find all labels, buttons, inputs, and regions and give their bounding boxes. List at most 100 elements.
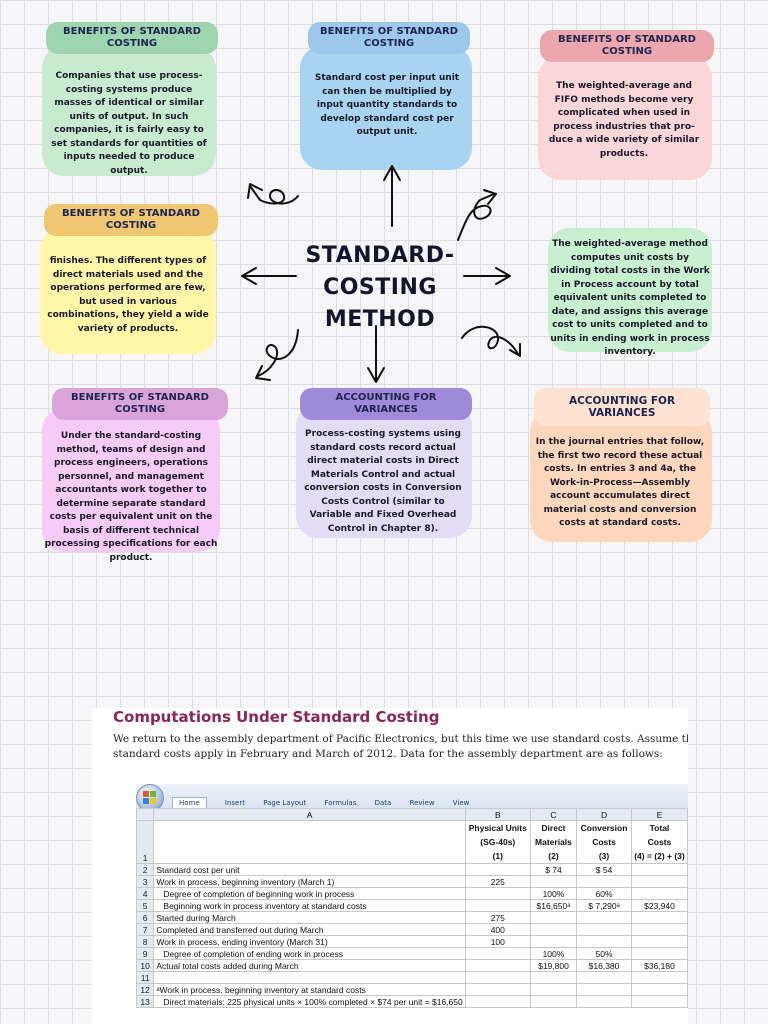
intro-line-1: We return to the assembly department of … [113,733,688,745]
card-top-center [300,46,472,170]
row-number: 2 [135,863,155,876]
cell-c[interactable]: 100% [529,947,578,960]
cell-d[interactable]: $ 54 [576,863,632,876]
table-row: 9 Degree of completion of ending work in… [135,947,688,960]
cell-e[interactable] [630,935,688,948]
cell-e[interactable] [630,875,688,888]
cell-c[interactable]: 100% [529,887,578,900]
cell-a[interactable]: Direct materials: 225 physical units × 1… [153,995,466,1008]
tab-formulas[interactable]: Formulas [324,799,357,807]
cell-b[interactable]: 275 [464,911,531,924]
header-physical-units[interactable]: Physical Units(SG-40s)(1) [464,820,531,864]
cell-d[interactable] [576,923,632,936]
cell-b[interactable] [464,899,531,912]
cell-b[interactable] [464,947,531,960]
cell-c[interactable] [529,983,578,996]
card-bottom-left-text: Under the standard-costing method, teams… [44,431,218,563]
row-number: 6 [135,911,155,924]
tab-view[interactable]: View [452,799,470,807]
col-letter-d[interactable]: D [576,808,632,821]
center-title: STANDARD- COSTING METHOD [290,240,470,336]
card-bottom-right-text: In the journal entries that follow, the … [535,437,705,528]
cell-b[interactable] [464,983,531,996]
cell-d[interactable] [576,971,632,984]
card-top-left-text: Companies that use process-costing syste… [51,71,207,176]
cell-c[interactable]: $ 74 [529,863,578,876]
cell-a[interactable]: Started during March [153,911,466,924]
office-button-icon[interactable] [136,784,164,812]
cell-c[interactable] [529,923,578,936]
cell-e[interactable] [630,947,688,960]
cell-c[interactable]: $16,650ᵃ [529,899,578,912]
cell-c[interactable] [529,911,578,924]
cell-d[interactable] [576,875,632,888]
cell-d[interactable] [576,983,632,996]
cell-b[interactable]: 400 [464,923,531,936]
col-letter-c[interactable]: C [529,808,578,821]
cell-d[interactable] [576,911,632,924]
cell-d[interactable] [576,935,632,948]
cell-e[interactable] [630,863,688,876]
card-top-right-text: The weighted-average and FIFO methods be… [548,81,700,159]
cell-b[interactable] [464,863,531,876]
cell-a[interactable]: Work in process, beginning inventory (Ma… [153,875,466,888]
row-number: 4 [135,887,155,900]
cell-a[interactable]: Completed and transferred out during Mar… [153,923,466,936]
row-number: 3 [135,875,155,888]
cell-a[interactable] [153,971,466,984]
cell-e[interactable]: $36,180 [630,959,688,972]
arrow-upper-left-curl [247,183,299,205]
tab-review[interactable]: Review [409,799,435,807]
cell-b[interactable]: 100 [464,935,531,948]
row-number: 11 [135,971,155,984]
textbook-excerpt: Computations Under Standard Costing We r… [92,708,688,1024]
cell-c[interactable] [529,875,578,888]
cell-d[interactable]: $ 7,290ᵃ [576,899,632,912]
cell-d[interactable] [576,995,632,1008]
tab-data[interactable]: Data [374,799,392,807]
cell-e[interactable] [630,983,688,996]
cell-e[interactable] [630,923,688,936]
tab-page-layout[interactable]: Page Layout [263,799,307,807]
cell-a[interactable]: Standard cost per unit [153,863,466,876]
cell-e[interactable] [630,971,688,984]
cell-d[interactable]: $16,380 [576,959,632,972]
cell-b[interactable]: 225 [464,875,531,888]
table-row: 5 Beginning work in process inventory at… [135,899,688,912]
card-mid-right [548,228,712,352]
card-top-left [42,46,216,176]
cell-b[interactable] [464,959,531,972]
cell-e[interactable]: $23,940 [630,899,688,912]
cell-c[interactable] [529,971,578,984]
col-letter-a[interactable]: A [153,808,466,821]
cell-e[interactable] [630,995,688,1008]
cell-d[interactable]: 60% [576,887,632,900]
cell-e[interactable] [630,887,688,900]
col-letter-b[interactable]: B [464,808,531,821]
cell-d[interactable]: 50% [576,947,632,960]
cell-b[interactable] [464,887,531,900]
cell-a[interactable]: Actual total costs added during March [153,959,466,972]
cell-b[interactable] [464,995,531,1008]
col-letter-e[interactable]: E [630,808,688,821]
row-number: 7 [135,923,155,936]
cell-e[interactable] [630,911,688,924]
cell-a[interactable]: Work in process, ending inventory (March… [153,935,466,948]
cell-a[interactable]: Degree of completion of ending work in p… [153,947,466,960]
cell-a[interactable]: ᵃWork in process, beginning inventory at… [153,983,466,996]
cell-c[interactable] [529,935,578,948]
cell-c[interactable] [529,995,578,1008]
cell-a[interactable]: Beginning work in process inventory at s… [153,899,466,912]
cell-a[interactable]: Degree of completion of beginning work i… [153,887,466,900]
center-title-line2: COSTING [323,275,437,300]
cell-b[interactable] [464,971,531,984]
tab-home[interactable]: Home [172,797,207,808]
cell-c[interactable]: $19,800 [529,959,578,972]
tab-insert[interactable]: Insert [224,799,245,807]
